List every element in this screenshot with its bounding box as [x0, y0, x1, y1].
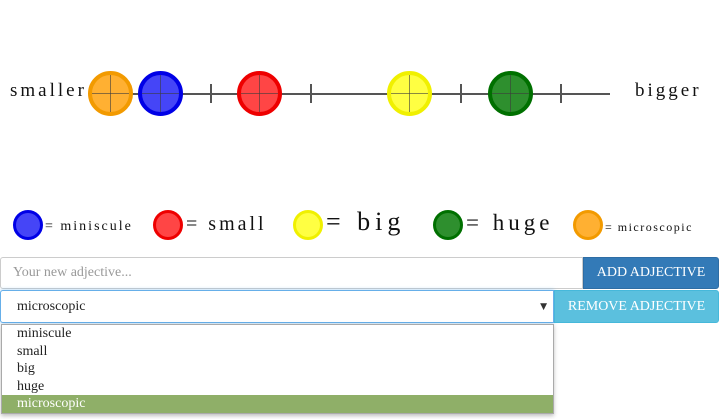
legend-dot-big — [293, 210, 323, 240]
legend-dot-miniscule — [13, 210, 43, 240]
new-adjective-input[interactable] — [0, 257, 583, 289]
legend-label-miniscule: = miniscule — [45, 219, 133, 234]
adjective-dropdown-list: miniscule small big huge microscopic — [1, 324, 554, 414]
legend-label-small: = small — [186, 213, 267, 235]
scale-line — [110, 93, 610, 95]
legend-label-big: = big — [326, 207, 406, 236]
scale-tick — [210, 84, 212, 103]
dropdown-option-huge[interactable]: huge — [17, 378, 45, 394]
scale-tick — [310, 84, 312, 103]
add-adjective-button[interactable]: ADD ADJECTIVE — [583, 257, 719, 289]
dropdown-option-miniscule[interactable]: miniscule — [17, 326, 72, 341]
adjective-select-value: microscopic — [17, 298, 86, 314]
chevron-down-icon: ▼ — [540, 302, 547, 312]
marker-big[interactable] — [387, 71, 432, 116]
marker-microscopic[interactable] — [88, 71, 133, 116]
scale-tick — [560, 84, 562, 103]
adjective-select[interactable]: microscopic ▼ — [0, 290, 554, 323]
remove-adjective-label: REMOVE ADJECTIVE — [567, 298, 706, 314]
remove-adjective-button[interactable]: REMOVE ADJECTIVE — [554, 290, 719, 323]
legend-dot-small — [153, 210, 183, 240]
dropdown-option-microscopic[interactable]: microscopic — [2, 395, 553, 413]
dropdown-option-big[interactable]: big — [17, 361, 35, 377]
scale-tick — [460, 84, 462, 103]
scale-left-label: smaller — [10, 80, 87, 101]
legend-dot-microscopic — [573, 210, 603, 240]
legend-label-microscopic: = microscopic — [605, 220, 693, 234]
scale-right-label: bigger — [635, 80, 702, 101]
marker-huge[interactable] — [488, 71, 533, 116]
marker-miniscule[interactable] — [138, 71, 183, 116]
marker-small[interactable] — [237, 71, 282, 116]
legend-dot-huge — [433, 210, 463, 240]
dropdown-option-small[interactable]: small — [17, 343, 48, 359]
add-adjective-label: ADD ADJECTIVE — [596, 265, 706, 280]
legend-label-huge: = huge — [466, 210, 554, 235]
